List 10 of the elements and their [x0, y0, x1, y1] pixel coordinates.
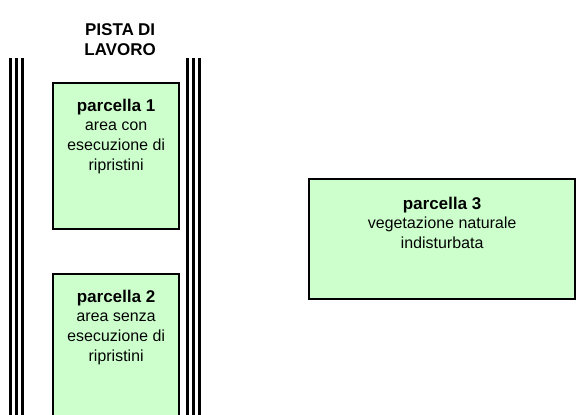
parcel-description: area con esecuzione di ripristini — [66, 116, 166, 176]
track-label: PISTA DI LAVORO — [83, 20, 157, 60]
parcel-box — [52, 273, 180, 415]
parcel-box — [308, 178, 576, 300]
parcel-box — [52, 82, 180, 230]
parcel-title: parcella 2 — [76, 287, 156, 307]
parcel-title: parcella 3 — [402, 194, 482, 214]
parcel-description: vegetazione naturale indisturbata — [366, 214, 518, 254]
parcel-title: parcella 1 — [76, 96, 156, 116]
parcel-description: area senza esecuzione di ripristini — [66, 307, 166, 367]
